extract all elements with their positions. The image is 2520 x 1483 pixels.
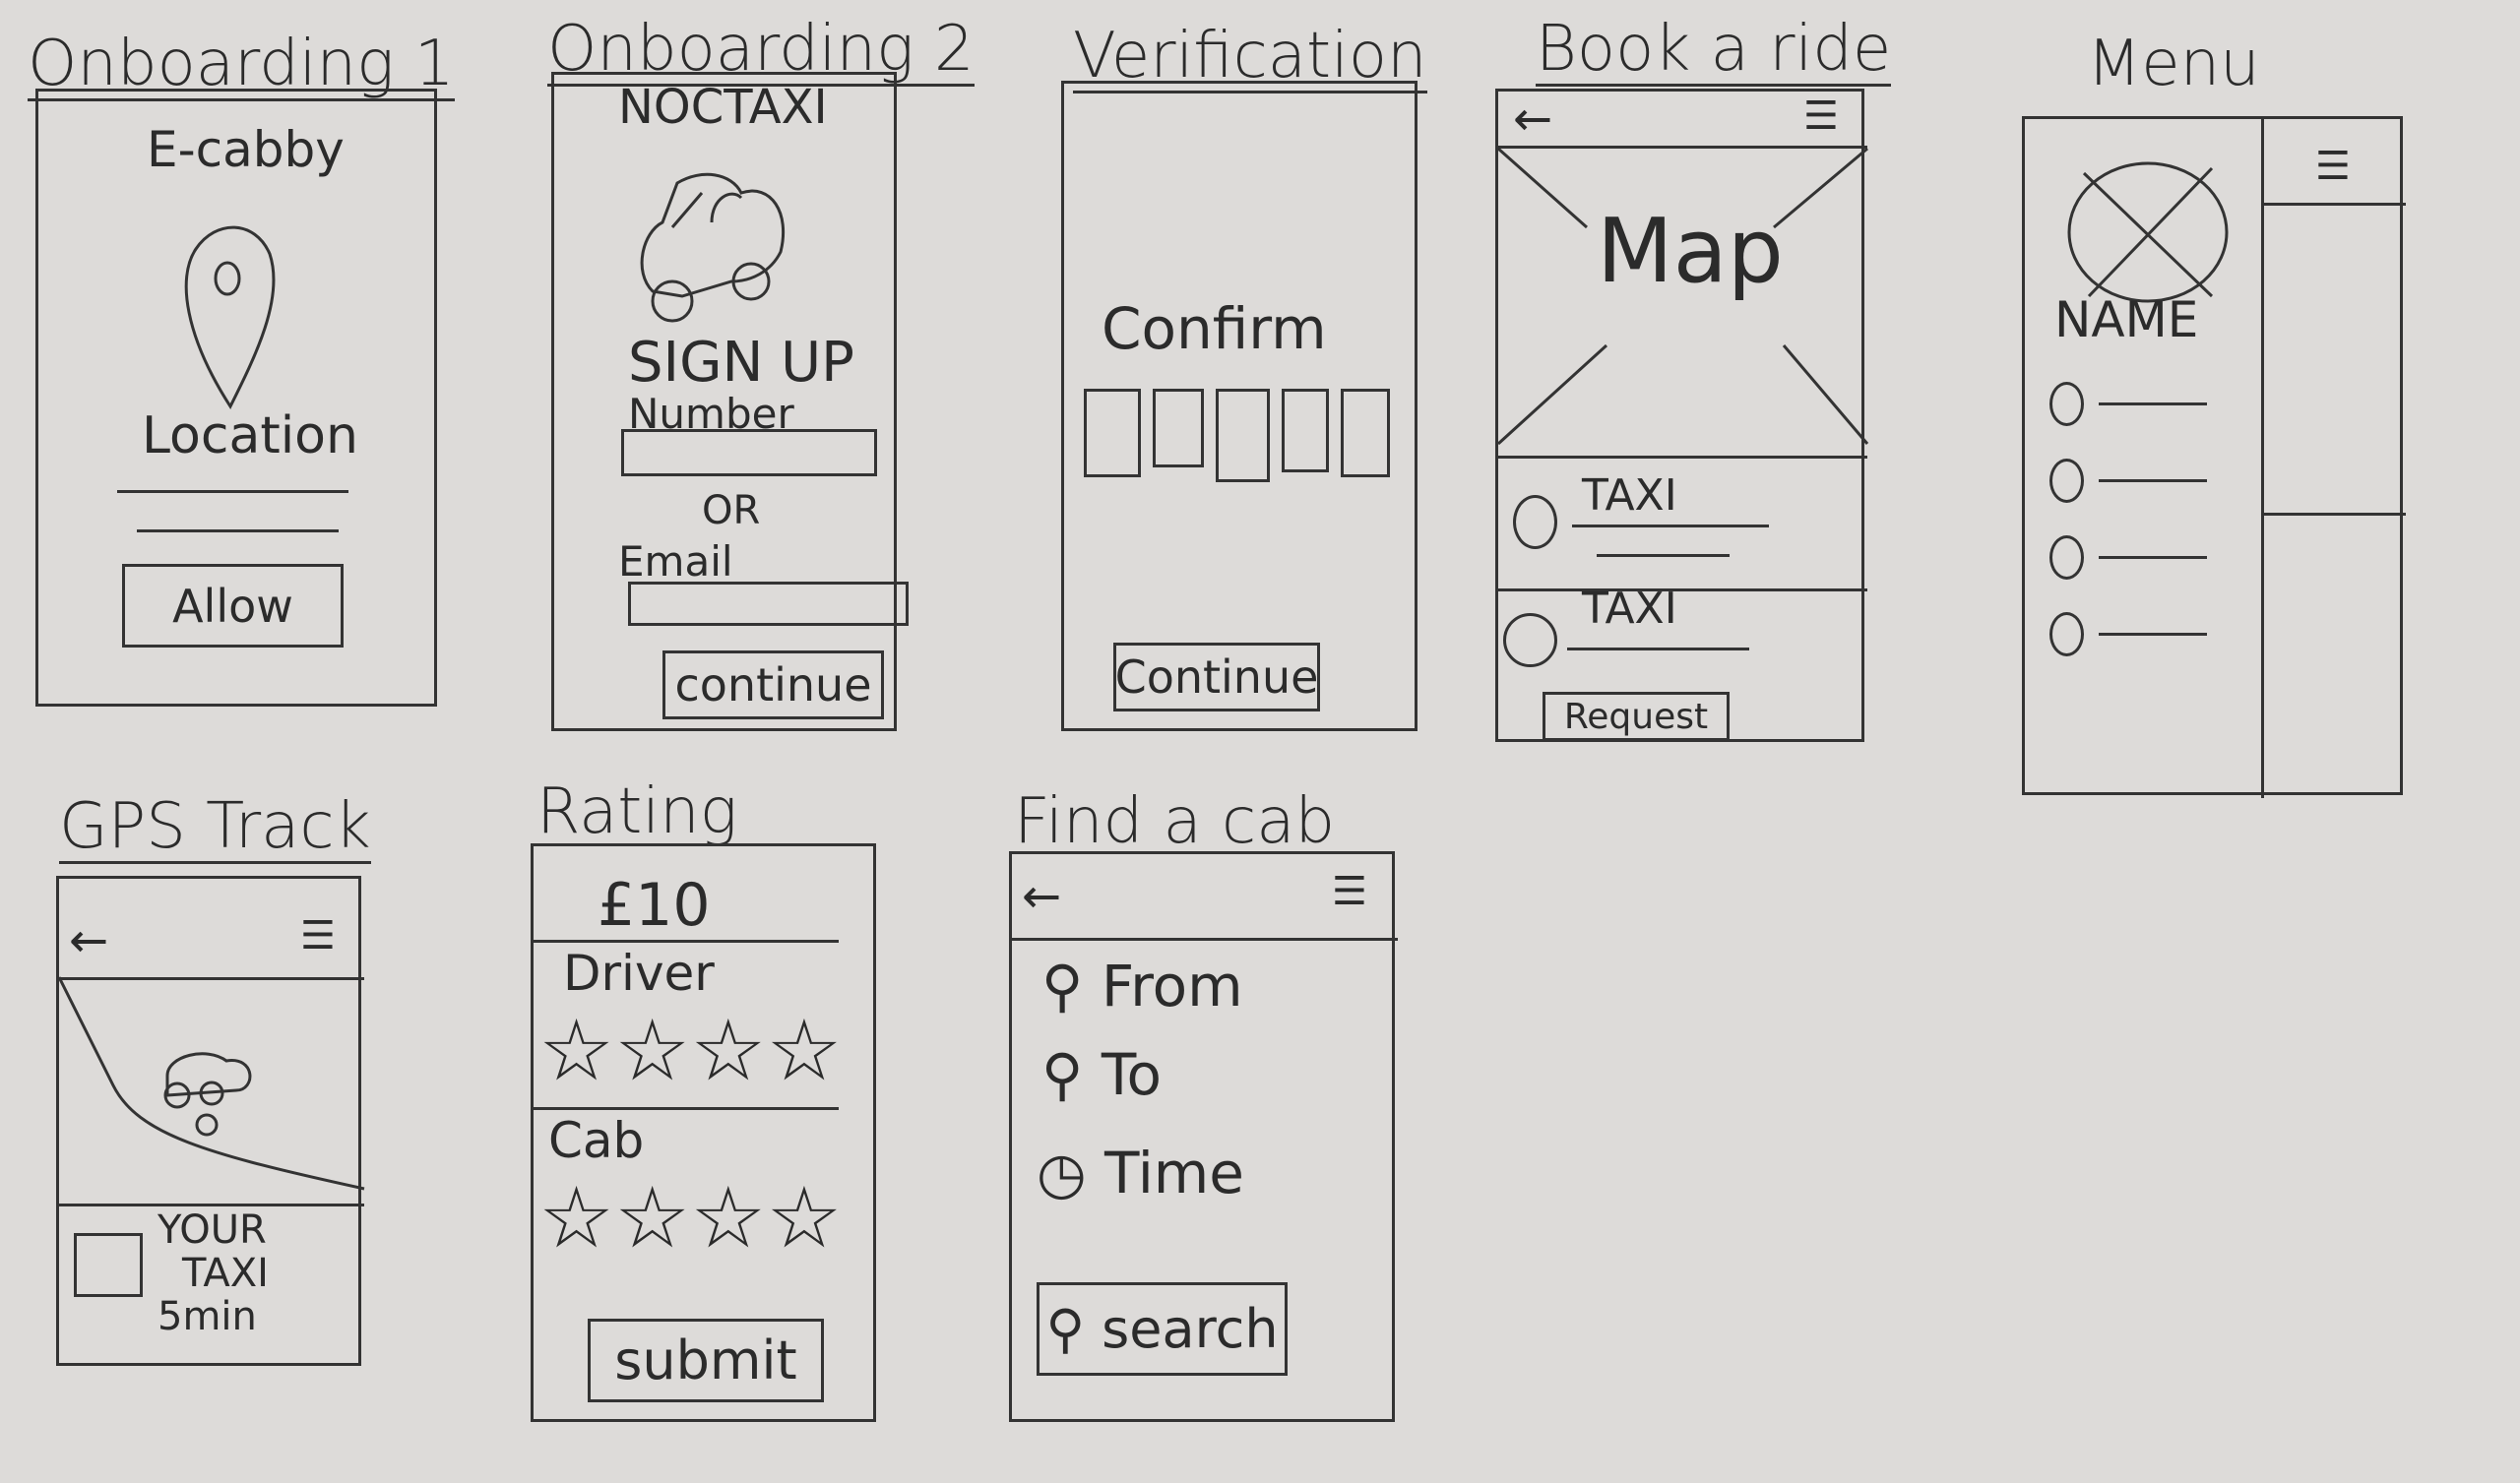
- code-box[interactable]: [1341, 389, 1390, 477]
- map-label: Map: [1597, 200, 1784, 303]
- code-input-group: [1084, 389, 1390, 482]
- search-button[interactable]: ⚲ search: [1037, 1282, 1288, 1376]
- submit-button[interactable]: submit: [588, 1319, 824, 1402]
- to-label: To: [1101, 1041, 1162, 1108]
- sign-up-heading: SIGN UP: [628, 331, 854, 395]
- star-icon[interactable]: ☆: [690, 1169, 767, 1267]
- taxi-option-label: TAXI: [1582, 470, 1677, 521]
- route-map: [57, 976, 365, 1191]
- menu-item[interactable]: [2049, 442, 2207, 519]
- code-box[interactable]: [1216, 389, 1270, 482]
- continue-button[interactable]: Continue: [1113, 643, 1320, 711]
- star-icon[interactable]: ☆: [766, 1002, 843, 1100]
- or-label: OR: [702, 488, 761, 533]
- from-label: From: [1101, 953, 1243, 1020]
- brand-name: NOCTAXI: [618, 80, 828, 135]
- star-icon[interactable]: ☆: [538, 1169, 615, 1267]
- driver-star-rating[interactable]: ☆☆☆☆: [538, 1009, 842, 1093]
- eta-time: 5min: [158, 1294, 257, 1339]
- menu-item-list: [2049, 365, 2207, 672]
- find-a-cab-frame: ← ☰ ⚲ From ⚲ To ◷ Time ⚲ search: [1009, 851, 1398, 1422]
- pin-icon: ⚲: [1041, 1041, 1084, 1108]
- gps-track-frame: ← ☰ YOUR TAXI 5min: [56, 876, 365, 1366]
- book-a-ride-frame: ← ☰ Map TAXI TAXI Request: [1495, 89, 1869, 742]
- screen-title-find-a-cab: Find a cab: [1014, 785, 1336, 858]
- hamburger-menu-icon[interactable]: ☰: [300, 913, 336, 958]
- fare-amount: £10: [598, 871, 711, 940]
- star-icon[interactable]: ☆: [766, 1169, 843, 1267]
- screen-title-menu: Menu: [2087, 28, 2260, 100]
- search-label: search: [1102, 1298, 1279, 1360]
- taxi-option-radio[interactable]: [1503, 613, 1557, 667]
- eta-status: YOUR TAXI 5min: [158, 1208, 269, 1338]
- cab-star-rating[interactable]: ☆☆☆☆: [538, 1176, 842, 1261]
- brand-name: E-cabby: [147, 121, 345, 178]
- back-arrow-icon[interactable]: ←: [69, 913, 109, 968]
- number-input[interactable]: [621, 429, 877, 476]
- request-button[interactable]: Request: [1543, 692, 1730, 741]
- menu-item[interactable]: [2049, 595, 2207, 672]
- rating-frame: £10 Driver ☆☆☆☆ Cab ☆☆☆☆ submit: [531, 843, 876, 1422]
- email-label: Email: [618, 537, 733, 586]
- hamburger-menu-icon[interactable]: ☰: [2315, 144, 2351, 189]
- onboarding-1-frame: E-cabby Location Allow: [35, 89, 437, 707]
- pin-icon: ⚲: [1041, 953, 1084, 1020]
- cab-label: Cab: [548, 1112, 645, 1169]
- time-field[interactable]: ◷ Time: [1037, 1140, 1244, 1206]
- eta-line: TAXI: [182, 1251, 269, 1296]
- back-arrow-icon[interactable]: ←: [1513, 92, 1553, 147]
- confirm-heading: Confirm: [1102, 295, 1327, 362]
- from-field[interactable]: ⚲ From: [1041, 953, 1243, 1020]
- taxi-option-label: TAXI: [1582, 584, 1677, 634]
- eta-line: YOUR: [158, 1207, 267, 1253]
- driver-photo: [74, 1233, 143, 1297]
- hamburger-menu-icon[interactable]: ☰: [1332, 869, 1367, 914]
- screen-title-onboarding-1: Onboarding 1: [28, 28, 455, 102]
- code-box[interactable]: [1282, 389, 1329, 472]
- star-icon[interactable]: ☆: [614, 1002, 691, 1100]
- onboarding-2-frame: NOCTAXI SIGN UP Number OR Email continue: [551, 72, 909, 731]
- car-icon: [640, 172, 786, 323]
- verification-frame: Confirm Continue: [1061, 81, 1418, 731]
- map-placeholder: [1496, 147, 1869, 446]
- back-arrow-icon[interactable]: ←: [1022, 869, 1062, 924]
- location-label: Location: [142, 406, 358, 465]
- menu-item[interactable]: [2049, 365, 2207, 442]
- menu-item[interactable]: [2049, 519, 2207, 595]
- screen-title-gps-track: GPS Track: [59, 790, 371, 865]
- user-name: NAME: [2054, 291, 2199, 348]
- avatar: [2067, 161, 2229, 303]
- screen-title-rating: Rating: [536, 775, 738, 848]
- star-icon[interactable]: ☆: [614, 1169, 691, 1267]
- star-icon[interactable]: ☆: [690, 1002, 767, 1100]
- hamburger-menu-icon[interactable]: ☰: [1803, 93, 1839, 139]
- email-input[interactable]: [628, 582, 909, 626]
- star-icon[interactable]: ☆: [538, 1002, 615, 1100]
- pin-icon: ⚲: [1045, 1298, 1085, 1360]
- location-pin-icon: [184, 225, 276, 410]
- taxi-option-radio[interactable]: [1513, 495, 1557, 549]
- code-box[interactable]: [1084, 389, 1141, 477]
- clock-icon: ◷: [1037, 1140, 1087, 1206]
- code-box[interactable]: [1153, 389, 1204, 467]
- time-label: Time: [1104, 1140, 1244, 1206]
- continue-button[interactable]: continue: [662, 650, 884, 719]
- screen-title-book-a-ride: Book a ride: [1536, 13, 1892, 88]
- allow-button[interactable]: Allow: [122, 564, 344, 648]
- menu-frame: ☰ NAME: [2022, 116, 2406, 798]
- to-field[interactable]: ⚲ To: [1041, 1041, 1162, 1108]
- screen-title-verification: Verification: [1073, 20, 1427, 94]
- driver-label: Driver: [563, 945, 715, 1002]
